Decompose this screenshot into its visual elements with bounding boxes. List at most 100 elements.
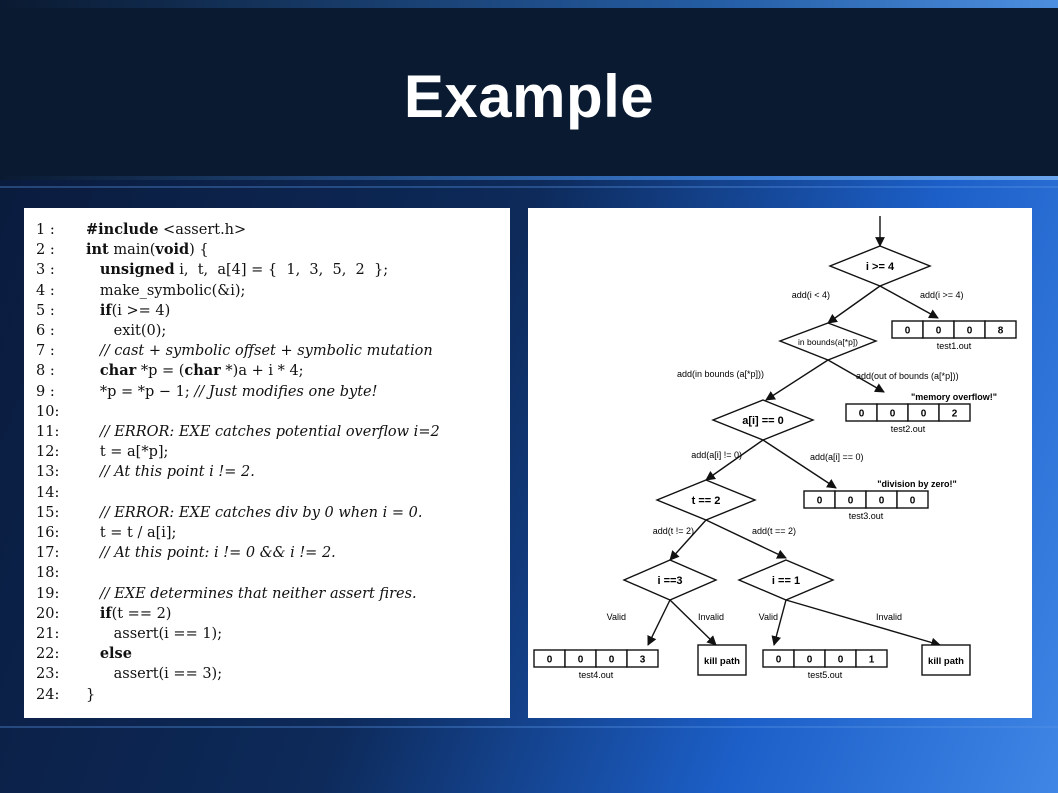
code-listing-panel: 1 :#include <assert.h>2 :int main(void) …	[24, 208, 510, 718]
test-file-label: test2.out	[891, 424, 926, 434]
line-number: 22:	[36, 646, 60, 663]
code-line: 2 :int main(void) {	[36, 240, 209, 260]
line-number: 8 :	[36, 363, 55, 380]
test-file-label: test4.out	[579, 670, 614, 680]
line-number: 16:	[36, 525, 60, 541]
code-token: char	[99, 362, 137, 380]
code-token: make_symbolic(&i);	[86, 282, 246, 299]
decision-label: t == 2	[692, 495, 721, 507]
line-number: 19:	[36, 585, 60, 602]
edge-arrow	[785, 599, 941, 648]
edge-arrow	[765, 359, 829, 401]
code-line: 1 :#include <assert.h>	[36, 220, 246, 240]
decision-label: i >= 4	[866, 261, 895, 273]
code-line: 8 : char *p = (char *)a + i * 4;	[36, 361, 304, 381]
test-cell-value: 2	[952, 409, 958, 420]
code-token: (t == 2)	[111, 605, 172, 622]
code-token	[86, 606, 100, 622]
code-token: void	[155, 241, 190, 259]
title-bar-bottom-stripe	[0, 176, 1058, 180]
code-token: // At this point: i != 0 && i != 2.	[86, 545, 336, 562]
code-token: else	[99, 645, 132, 663]
line-number: 2 :	[36, 242, 55, 259]
line-number: 10:	[36, 403, 60, 420]
test-cell-value: 0	[578, 655, 584, 666]
decision-node: i >= 4	[828, 245, 932, 287]
edge-label: Invalid	[698, 612, 724, 622]
code-line: 7 : // cast + symbolic offset + symbolic…	[36, 341, 433, 361]
test-cell-value: 0	[848, 496, 854, 507]
edge-label: add(in bounds (a[*p]))	[677, 369, 764, 379]
test-cell-value: 0	[859, 409, 865, 420]
edge-arrow	[669, 599, 717, 646]
line-number: 7 :	[36, 343, 55, 360]
code-line: 21: assert(i == 1);	[36, 624, 222, 644]
code-line: 20: if(t == 2)	[36, 604, 171, 624]
code-line: 23: assert(i == 3);	[36, 664, 222, 684]
decision-label: in bounds(a[*p])	[798, 337, 858, 347]
decision-node: t == 2	[655, 479, 757, 521]
line-number: 24:	[36, 686, 60, 703]
code-line: 16: t = t / a[i];	[36, 523, 176, 543]
line-number: 4 :	[36, 282, 55, 299]
test-cell-value: 0	[905, 326, 911, 337]
test-file-label: test3.out	[849, 511, 884, 521]
test-cell-value: 0	[807, 655, 813, 666]
code-token	[86, 303, 100, 319]
code-token: (i >= 4)	[111, 302, 171, 319]
code-line: 14:	[36, 483, 86, 503]
edge-label: Valid	[759, 612, 778, 622]
code-token: unsigned	[99, 261, 175, 279]
code-token: <assert.h>	[158, 222, 247, 238]
code-token: ) {	[189, 242, 209, 259]
kill-path-label: kill path	[704, 656, 740, 667]
code-token: assert(i == 3);	[86, 666, 223, 683]
code-token: i, t, a[4] = { 1, 3, 5, 2 };	[174, 262, 389, 279]
edge-arrow	[762, 439, 837, 489]
decision-label: i == 1	[772, 575, 800, 587]
test-cell-value: 1	[869, 655, 875, 666]
test-cell-value: 0	[890, 409, 896, 420]
test-cell	[626, 649, 659, 668]
edge-arrow	[669, 519, 707, 561]
test-cell-value: 0	[547, 655, 553, 666]
code-line: 13: // At this point i != 2.	[36, 462, 255, 482]
kill-path-box: kill path	[921, 644, 971, 676]
line-number: 18:	[36, 565, 60, 582]
test-cell-value: 0	[838, 655, 844, 666]
decision-node: i == 1	[737, 559, 835, 601]
test-file-label: test5.out	[808, 670, 843, 680]
edge-label: add(a[i] != 0)	[691, 450, 742, 460]
edge-arrow	[827, 285, 881, 324]
test-cell-value: 0	[817, 496, 823, 507]
line-number: 3 :	[36, 262, 55, 279]
code-line: 10:	[36, 402, 86, 422]
edge-label: add(t == 2)	[752, 526, 796, 536]
line-number: 6 :	[36, 323, 55, 339]
code-token: // cast + symbolic offset + symbolic mut…	[86, 343, 433, 360]
code-line: 4 : make_symbolic(&i);	[36, 281, 245, 301]
decision-label: i ==3	[657, 575, 682, 587]
test-cell-value: 8	[998, 326, 1004, 337]
code-line: 3 : unsigned i, t, a[4] = { 1, 3, 5, 2 }…	[36, 260, 388, 280]
edge-label: add(t != 2)	[653, 526, 694, 536]
kill-path-box: kill path	[697, 644, 747, 676]
slide-title: Example	[403, 63, 655, 130]
code-line: 5 : if(i >= 4)	[36, 301, 170, 321]
code-token: if	[99, 301, 112, 319]
line-number: 9 :	[36, 383, 55, 400]
execution-tree-diagram: i >= 4 in bounds(a[*p]) a[i] == 0 t == 2…	[533, 216, 1017, 680]
code-line: 6 : exit(0);	[36, 321, 166, 341]
line-number: 1 :	[36, 222, 55, 238]
decor-stripe	[0, 186, 1058, 188]
code-line: 24:}	[36, 685, 95, 705]
title-bar-top-stripe	[0, 0, 1058, 8]
edge-label: Invalid	[876, 612, 902, 622]
line-number: 20:	[36, 605, 60, 622]
edge-label: add(i >= 4)	[920, 290, 964, 300]
